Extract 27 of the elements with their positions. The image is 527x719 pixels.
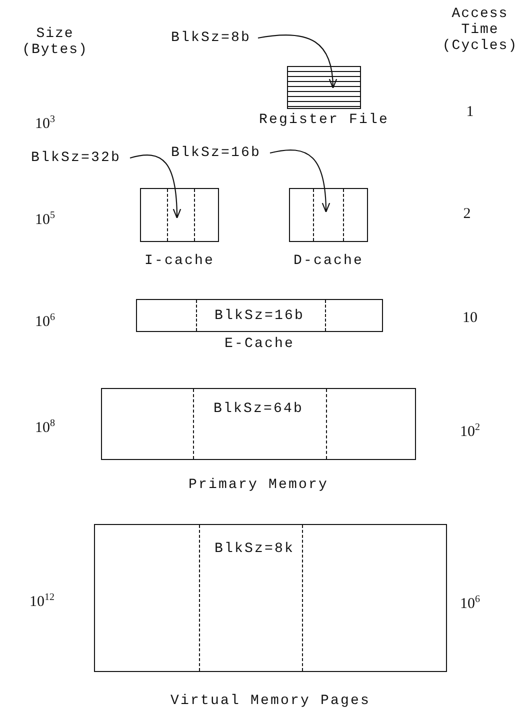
- block-caption: E-Cache: [224, 336, 294, 352]
- block-caption: I-cache: [144, 253, 214, 269]
- scale-value: 10$^{6}$: [34, 311, 56, 330]
- scale-value: 10$^{3}$: [34, 113, 56, 132]
- block-size-label: BlkSz=16b: [171, 145, 262, 161]
- scale-value: 10$^{12}$: [28, 591, 56, 610]
- scale-value: 10$^{5}$: [34, 209, 56, 228]
- scale-value: 2: [462, 206, 472, 222]
- scale-value: 10$^{6}$: [459, 593, 481, 612]
- curved-arrow: [258, 34, 337, 89]
- curved-arrow: [270, 150, 330, 213]
- column-heading: Access Time (Cycles): [441, 6, 519, 54]
- block-size-label: BlkSz=8k: [213, 541, 296, 557]
- curved-arrow: [130, 154, 181, 219]
- block-size-label: BlkSz=32b: [31, 150, 122, 166]
- scale-value: 10$^{2}$: [459, 421, 481, 440]
- block-caption: Register File: [258, 112, 390, 128]
- block-caption: D-cache: [294, 253, 364, 269]
- block-caption: Virtual Memory Pages: [170, 693, 371, 709]
- block-size-label: BlkSz=64b: [212, 401, 304, 417]
- block-size-label: BlkSz=16b: [213, 308, 306, 324]
- scale-value: 10: [462, 310, 478, 326]
- scale-value: 10$^{8}$: [34, 417, 56, 436]
- column-heading: Size (Bytes): [21, 26, 89, 58]
- block-size-label: BlkSz=8b: [171, 30, 252, 46]
- block-caption: Primary Memory: [188, 477, 329, 493]
- scale-value: 1: [465, 104, 475, 120]
